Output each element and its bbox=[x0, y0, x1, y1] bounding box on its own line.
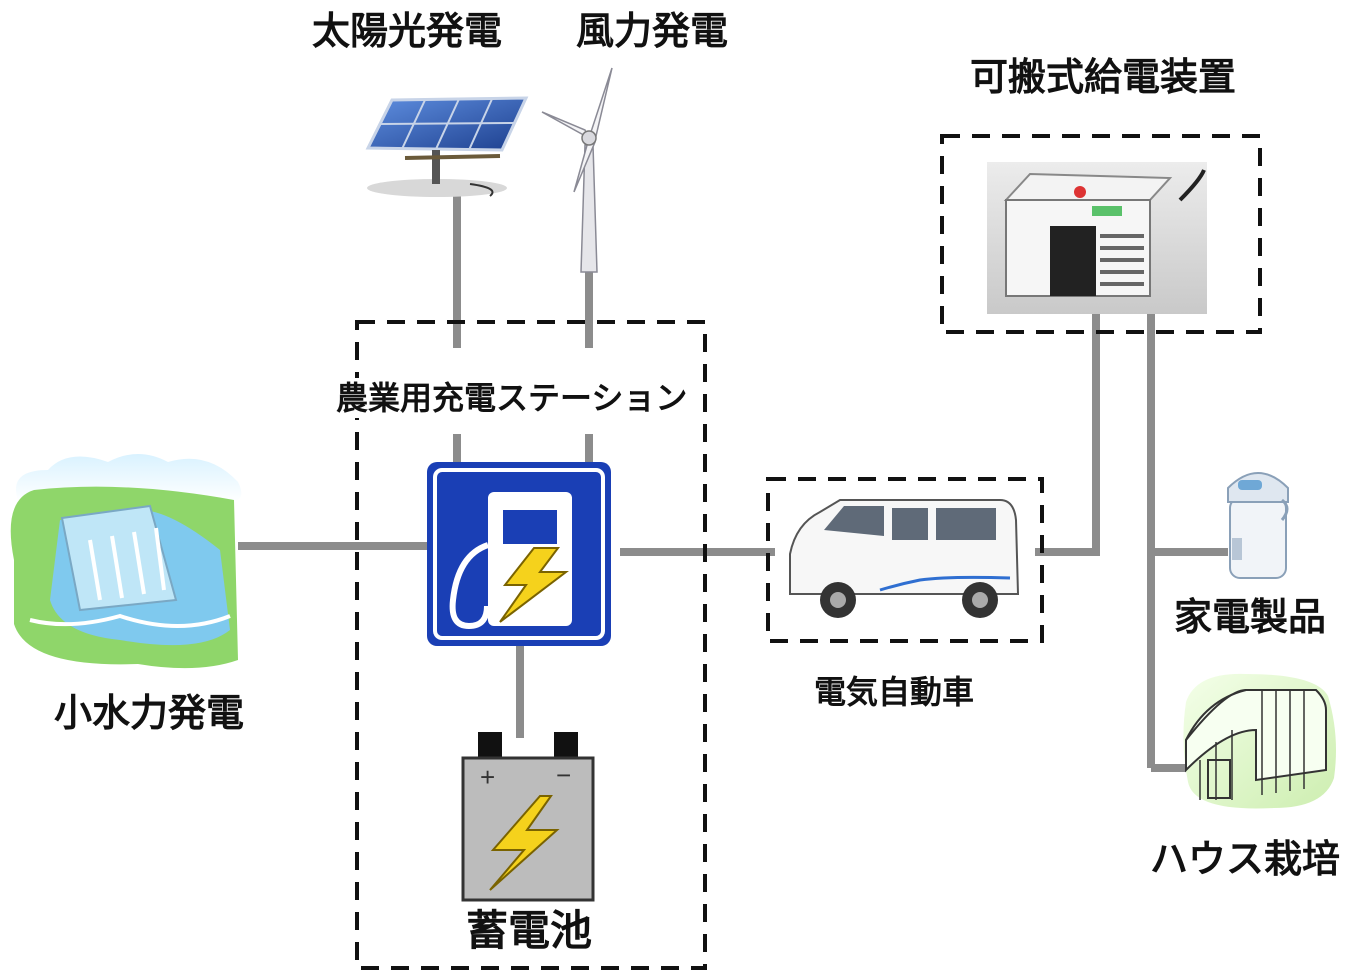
battery-label: 蓄電池 bbox=[466, 906, 593, 955]
appliance-pot-icon bbox=[1227, 472, 1289, 579]
home-appliance-label: 家電製品 bbox=[1174, 595, 1327, 639]
connection-lines bbox=[238, 190, 1228, 772]
charging-station-icon bbox=[427, 462, 611, 646]
station-frame bbox=[355, 320, 707, 970]
battery-plus-sign: + bbox=[480, 762, 495, 792]
portable-power-supply-label: 可搬式給電装置 bbox=[970, 55, 1237, 99]
greenhouse-icon bbox=[1183, 673, 1336, 809]
dashed-frames bbox=[355, 134, 1262, 970]
wind-turbine-icon bbox=[541, 67, 613, 273]
hydro-dam-icon bbox=[10, 454, 242, 669]
ev-frame bbox=[766, 477, 1044, 643]
line-ev-portable bbox=[1035, 310, 1100, 556]
electric-vehicle-icon bbox=[789, 499, 1020, 618]
battery-icon bbox=[461, 732, 595, 902]
portable-frame bbox=[940, 134, 1262, 334]
battery-minus-sign: − bbox=[556, 760, 571, 790]
greenhouse-label: ハウス栽培 bbox=[1150, 837, 1341, 881]
small-hydro-label: 小水力発電 bbox=[54, 691, 245, 735]
electric-vehicle-label: 電気自動車 bbox=[814, 673, 975, 711]
wind-power-label: 風力発電 bbox=[576, 9, 729, 53]
solar-power-label: 太陽光発電 bbox=[312, 9, 503, 53]
solar-panel-icon bbox=[365, 96, 529, 197]
charging-station-label: 農業用充電ステーション bbox=[336, 378, 688, 418]
portable-power-supply-icon bbox=[987, 162, 1207, 314]
